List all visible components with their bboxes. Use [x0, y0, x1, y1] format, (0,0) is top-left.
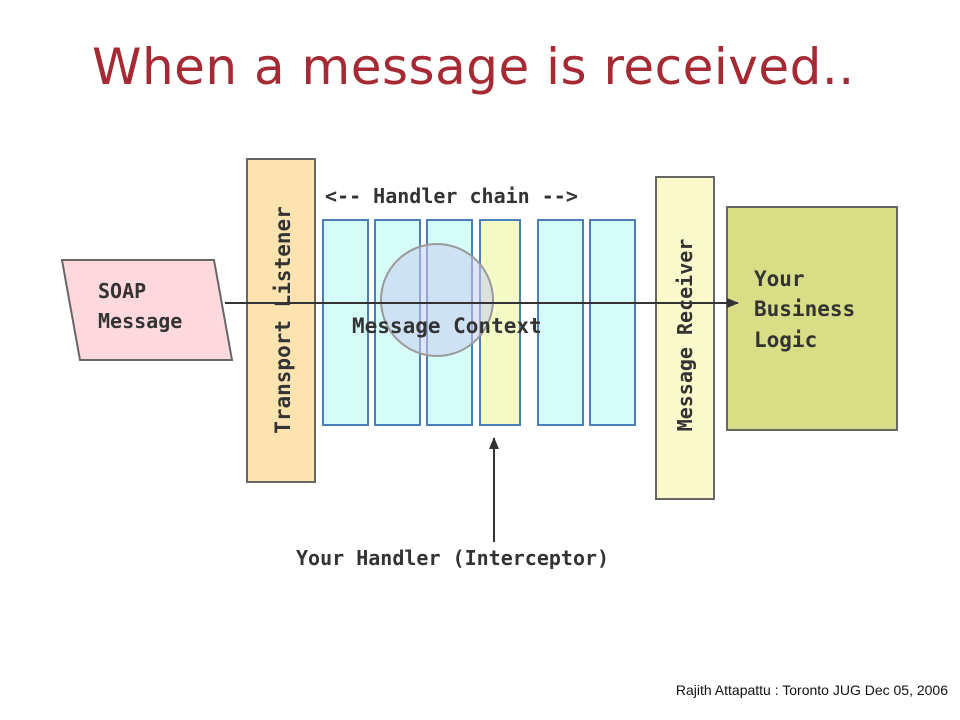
- transport-listener-box: [246, 158, 316, 483]
- handler-chain-label: <-- Handler chain -->: [325, 184, 578, 208]
- soap-message-shape: [60, 259, 234, 361]
- your-handler-label: Your Handler (Interceptor): [296, 546, 609, 570]
- slide-footer: Rajith Attapattu : Toronto JUG Dec 05, 2…: [675, 682, 948, 698]
- handler-6: [589, 219, 636, 426]
- soap-message-label-line2: Message: [98, 309, 182, 333]
- business-logic-label-line1: Your: [754, 267, 805, 291]
- slide-title: When a message is received..: [92, 38, 855, 96]
- message-receiver-label: Message Receiver: [673, 239, 697, 432]
- transport-listener-label: Transport Listener: [271, 206, 295, 434]
- message-context-label: Message Context: [352, 314, 542, 338]
- business-logic-label-line3: Logic: [754, 328, 817, 352]
- business-logic-label-line2: Business: [754, 297, 855, 321]
- message-receiver-box: [655, 176, 715, 500]
- handler-1: [322, 219, 369, 426]
- handler-5: [537, 219, 584, 426]
- soap-message-label-line1: SOAP: [98, 279, 146, 303]
- business-logic-box: [726, 206, 898, 431]
- message-context-circle: [380, 243, 494, 357]
